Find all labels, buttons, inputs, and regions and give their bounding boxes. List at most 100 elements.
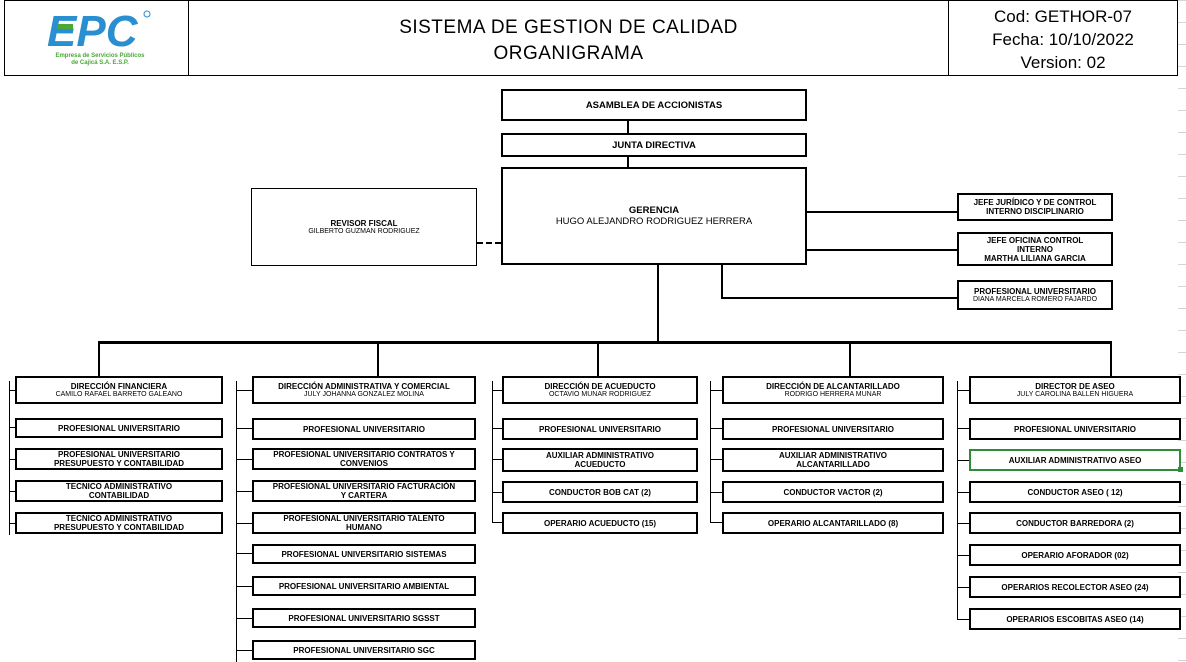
item-label: Y CARTERA bbox=[340, 491, 388, 500]
branch-tick bbox=[957, 492, 969, 493]
branch-tick bbox=[957, 587, 969, 588]
branch-tick bbox=[957, 460, 969, 461]
dept-alcantarillado-title: DIRECCIÓN DE ALCANTARILLADO bbox=[766, 381, 900, 391]
dept-financiera-box: DIRECCIÓN FINANCIERA CAMILO RAFAEL BARRE… bbox=[15, 376, 223, 404]
revisor-title: REVISOR FISCAL bbox=[330, 218, 398, 228]
item-label: OPERARIOS RECOLECTOR ASEO (24) bbox=[1001, 582, 1149, 592]
adm-item-4: PROFESIONAL UNIVERSITARIO TALENTO HUMANO bbox=[252, 512, 476, 534]
connector-line bbox=[1110, 341, 1112, 376]
branch-tick bbox=[957, 555, 969, 556]
dept-financiera-title: DIRECCIÓN FINANCIERA bbox=[70, 381, 168, 391]
branch-tick bbox=[710, 522, 722, 523]
dept-aseo-name: JULY CAROLINA BALLEN HIGUERA bbox=[1016, 390, 1134, 398]
dept-aseo-box: DIRECTOR DE ASEO JULY CAROLINA BALLEN HI… bbox=[969, 376, 1181, 404]
branch-spine bbox=[710, 381, 711, 522]
item-label: PROFESIONAL UNIVERSITARIO AMBIENTAL bbox=[278, 581, 450, 591]
junta-box: JUNTA DIRECTIVA bbox=[501, 133, 807, 157]
epc-logo-icon: EPC bbox=[47, 8, 151, 52]
branch-tick bbox=[492, 522, 502, 523]
item-label: OPERARIO ACUEDUCTO (15) bbox=[543, 518, 656, 528]
branch-tick bbox=[236, 491, 252, 492]
document-code-cell: Cod: GETHOR-07 Fecha: 10/10/2022 Version… bbox=[948, 0, 1178, 76]
dept-administrativa-title: DIRECCIÓN ADMINISTRATIVA Y COMERCIAL bbox=[278, 381, 450, 391]
item-label: CONTABILIDAD bbox=[88, 491, 150, 500]
item-label: ALCANTARILLADO bbox=[796, 460, 870, 469]
connector-line bbox=[849, 341, 851, 376]
asamblea-box: ASAMBLEA DE ACCIONISTAS bbox=[501, 89, 807, 121]
document-version: Version: 02 bbox=[1020, 53, 1106, 72]
branch-tick bbox=[9, 390, 17, 391]
alc-item-3: CONDUCTOR VACTOR (2) bbox=[722, 481, 944, 503]
branch-tick bbox=[236, 390, 252, 391]
item-label: PROFESIONAL UNIVERSITARIO bbox=[539, 424, 661, 434]
connector-line bbox=[597, 341, 599, 376]
connector-line bbox=[721, 297, 957, 299]
connector-line bbox=[627, 157, 629, 167]
aseo-item-4: CONDUCTOR BARREDORA (2) bbox=[969, 512, 1181, 534]
connector-line bbox=[807, 249, 957, 251]
connector-line bbox=[377, 341, 379, 376]
control-line1: JEFE OFICINA CONTROL bbox=[986, 235, 1084, 245]
alc-item-4: OPERARIO ALCANTARILLADO (8) bbox=[722, 512, 944, 534]
alc-item-1: PROFESIONAL UNIVERSITARIO bbox=[722, 418, 944, 440]
item-label: PROFESIONAL UNIVERSITARIO bbox=[772, 424, 894, 434]
dept-aseo-title: DIRECTOR DE ASEO bbox=[1035, 381, 1115, 391]
branch-spine bbox=[236, 381, 237, 662]
branch-tick bbox=[9, 427, 17, 428]
dept-administrativa-name: JULY JOHANNA GONZALEZ MOLINA bbox=[304, 390, 424, 398]
connector-line bbox=[721, 265, 723, 298]
gerencia-name: HUGO ALEJANDRO RODRIGUEZ HERRERA bbox=[555, 215, 753, 227]
item-label: PROFESIONAL UNIVERSITARIO SGC bbox=[293, 645, 435, 655]
aseo-item-6: OPERARIOS RECOLECTOR ASEO (24) bbox=[969, 576, 1181, 598]
logo-cell: EPC Empresa de Servicios Públicos de Caj… bbox=[4, 0, 189, 76]
adm-item-1: PROFESIONAL UNIVERSITARIO bbox=[252, 418, 476, 440]
item-label: OPERARIO AFORADOR (02) bbox=[1021, 550, 1129, 560]
branch-tick bbox=[9, 491, 17, 492]
aseo-item-5: OPERARIO AFORADOR (02) bbox=[969, 544, 1181, 566]
item-label: AUXILIAR ADMINISTRATIVO bbox=[546, 451, 654, 460]
connector-line bbox=[807, 211, 957, 213]
system-title: SISTEMA DE GESTION DE CALIDAD bbox=[399, 17, 738, 38]
aseo-item-2-selected[interactable]: AUXILIAR ADMINISTRATIVO ASEO bbox=[969, 449, 1181, 471]
acu-item-4: OPERARIO ACUEDUCTO (15) bbox=[502, 512, 698, 534]
adm-item-6: PROFESIONAL UNIVERSITARIO AMBIENTAL bbox=[252, 576, 476, 596]
branch-tick bbox=[957, 619, 969, 620]
branch-spine bbox=[492, 381, 493, 522]
item-label: PROFESIONAL UNIVERSITARIO bbox=[58, 450, 180, 459]
item-label: PROFESIONAL UNIVERSITARIO TALENTO bbox=[283, 514, 445, 523]
item-label: PRESUPUESTO Y CONTABILIDAD bbox=[53, 459, 185, 468]
item-label: AUXILIAR ADMINISTRATIVO bbox=[779, 451, 887, 460]
item-label: OPERARIOS ESCOBITAS ASEO (14) bbox=[1006, 614, 1144, 624]
dept-acueducto-title: DIRECCIÓN DE ACUEDUCTO bbox=[544, 381, 656, 391]
branch-tick bbox=[957, 523, 969, 524]
aseo-item-7: OPERARIOS ESCOBITAS ASEO (14) bbox=[969, 608, 1181, 630]
dept-acueducto-name: OCTAVIO MUNAR RODRIGUEZ bbox=[548, 390, 652, 398]
branch-tick bbox=[710, 428, 722, 429]
title-cell: SISTEMA DE GESTION DE CALIDAD ORGANIGRAM… bbox=[188, 0, 949, 76]
branch-tick bbox=[236, 459, 252, 460]
dept-administrativa-box: DIRECCIÓN ADMINISTRATIVA Y COMERCIAL JUL… bbox=[252, 376, 476, 404]
fin-item-4: TECNICO ADMINISTRATIVO PRESUPUESTO Y CON… bbox=[15, 512, 223, 534]
item-label: PROFESIONAL UNIVERSITARIO SGSST bbox=[288, 613, 440, 623]
revisor-box: REVISOR FISCAL GILBERTO GUZMAN RODRIGUEZ bbox=[251, 188, 477, 266]
item-label: TECNICO ADMINISTRATIVO bbox=[65, 482, 173, 491]
item-label: CONVENIOS bbox=[339, 459, 388, 468]
asamblea-label: ASAMBLEA DE ACCIONISTAS bbox=[585, 99, 723, 111]
fin-item-3: TECNICO ADMINISTRATIVO CONTABILIDAD bbox=[15, 480, 223, 502]
adm-item-7: PROFESIONAL UNIVERSITARIO SGSST bbox=[252, 608, 476, 628]
branch-tick bbox=[236, 523, 252, 524]
profesional-staff-box: PROFESIONAL UNIVERSITARIO DIANA MARCELA … bbox=[957, 280, 1113, 310]
connector-line bbox=[657, 265, 659, 341]
connector-line bbox=[98, 341, 100, 376]
item-label: CONDUCTOR VACTOR (2) bbox=[783, 487, 883, 497]
acu-item-2: AUXILIAR ADMINISTRATIVO ACUEDUCTO bbox=[502, 448, 698, 472]
item-label: PROFESIONAL UNIVERSITARIO CONTRATOS Y bbox=[273, 450, 455, 459]
selection-handle[interactable] bbox=[1178, 467, 1183, 472]
branch-tick bbox=[957, 428, 969, 429]
document-header: EPC Empresa de Servicios Públicos de Caj… bbox=[4, 0, 1178, 76]
revisor-name: GILBERTO GUZMAN RODRIGUEZ bbox=[308, 227, 420, 235]
juridico-line2: INTERNO DISCIPLINARIO bbox=[986, 207, 1084, 216]
aseo-item-3: CONDUCTOR ASEO ( 12) bbox=[969, 481, 1181, 503]
dept-alcantarillado-box: DIRECCIÓN DE ALCANTARILLADO RODRIGO HERR… bbox=[722, 376, 944, 404]
gerencia-title: GERENCIA bbox=[628, 204, 680, 216]
